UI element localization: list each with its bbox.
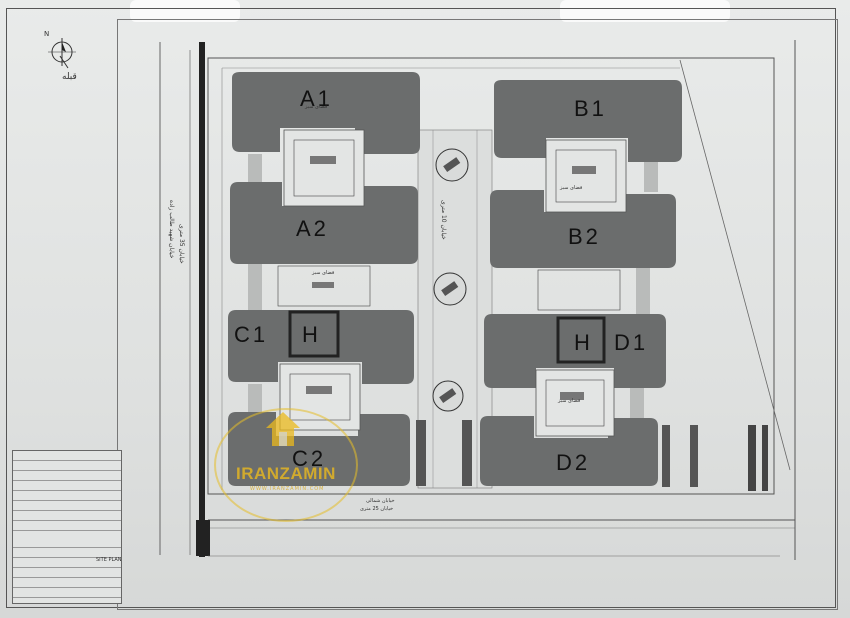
central-path-label: خیابان 10 متری — [440, 200, 447, 240]
block-h-left-label: H — [302, 322, 321, 347]
green-space-label-mid: فضای سبز — [312, 270, 335, 276]
watermark-ring — [214, 408, 358, 522]
west-street-label: خیابان شهید طالب زاده — [168, 200, 175, 259]
glare-1 — [130, 0, 240, 22]
west-street-width-label: خیابان 35 متری — [178, 224, 185, 264]
north-label: N — [44, 30, 50, 38]
block-b1-label: B1 — [574, 96, 607, 121]
watermark-sub: WWW.IRANZAMIN.COM — [250, 486, 325, 492]
block-b2-label: B2 — [568, 224, 601, 249]
outer-frame — [6, 8, 836, 608]
block-a2-label: A2 — [296, 216, 329, 241]
qibla-label: قبله — [62, 72, 77, 82]
sheet-title: SITE PLAN — [96, 557, 122, 563]
north-arrow-icon — [46, 36, 82, 86]
watermark-brand: IRANZAMIN — [236, 464, 336, 483]
block-c1-label: C1 — [234, 322, 269, 347]
south-street-width-label: خیابان 25 متری — [360, 506, 394, 512]
inner-frame — [117, 19, 838, 610]
green-space-label-b1: فضای سبز — [560, 185, 583, 191]
south-street-label: خیابان شمالی — [366, 498, 395, 504]
green-space-label-d2: فضای سبز — [558, 398, 581, 404]
block-d2-label: D2 — [556, 450, 591, 475]
block-a1-label: A1 — [300, 86, 333, 111]
glare-2 — [560, 0, 730, 22]
block-d1-label: D1 — [614, 330, 649, 355]
block-h-right-label: H — [574, 330, 593, 355]
title-block — [12, 450, 122, 604]
green-space-label-a1: فضای سبز — [305, 104, 328, 110]
house-logo-icon — [266, 412, 300, 446]
